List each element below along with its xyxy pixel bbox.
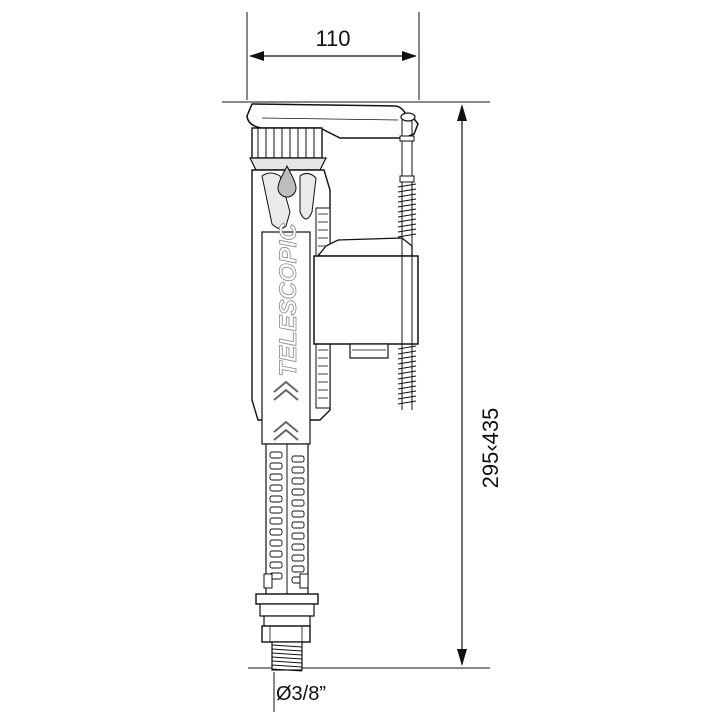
arrowhead-right-icon <box>402 51 417 61</box>
chevron-up-icon <box>273 380 299 401</box>
inlet-connector <box>255 593 319 672</box>
float-cup <box>313 237 419 359</box>
brand-label: TELESCOPIC <box>275 223 302 377</box>
arrowhead-left-icon <box>249 51 264 61</box>
arrowhead-down-icon <box>457 649 467 666</box>
height-label: 295‹435 <box>478 408 503 489</box>
pivot-screw <box>400 112 416 122</box>
width-label: 110 <box>315 26 350 51</box>
water-drop-icon <box>277 164 297 198</box>
diameter-callout: Ø3/8” <box>273 672 326 712</box>
chevron-up-icon <box>273 420 299 441</box>
arrowhead-up-icon <box>457 104 467 121</box>
width-dimension: 110 <box>246 12 420 100</box>
valve-cap <box>249 127 327 171</box>
telescopic-stem <box>263 443 309 595</box>
adjusting-rod <box>397 120 417 410</box>
height-dimension: 295‹435 <box>222 101 503 669</box>
diameter-label: Ø3/8” <box>276 683 326 705</box>
